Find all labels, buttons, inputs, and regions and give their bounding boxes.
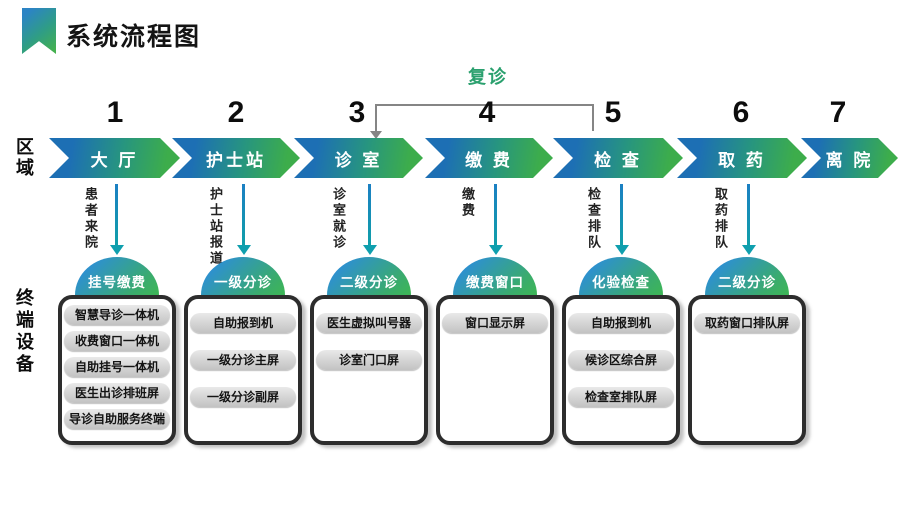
flow-step-payment: 缴 费 bbox=[425, 138, 553, 178]
device-item: 检查室排队屏 bbox=[568, 387, 674, 407]
down-arrow-icon-2 bbox=[237, 184, 251, 256]
step-number-6: 6 bbox=[732, 96, 750, 129]
return-visit-connector-right bbox=[592, 104, 594, 131]
down-arrow-icon-3 bbox=[363, 184, 377, 256]
flow-step-consulting-room: 诊 室 bbox=[294, 138, 423, 178]
badge-second-level-triage-pharmacy: 二级分诊 bbox=[705, 257, 789, 297]
down-arrow-icon-4 bbox=[489, 184, 503, 256]
device-item: 自助挂号一体机 bbox=[64, 357, 170, 377]
device-item: 智慧导诊一体机 bbox=[64, 305, 170, 325]
device-card-payment: 窗口显示屏 bbox=[436, 295, 554, 445]
device-item: 窗口显示屏 bbox=[442, 313, 548, 333]
flow-step-examination: 检 查 bbox=[553, 138, 683, 178]
badge-registration-payment: 挂号缴费 bbox=[75, 257, 159, 297]
device-item: 一级分诊主屏 bbox=[190, 350, 296, 370]
device-item: 自助报到机 bbox=[190, 313, 296, 333]
device-item: 收费窗口一体机 bbox=[64, 331, 170, 351]
transition-label-pharmacy-queue: 取药排队 bbox=[713, 187, 728, 251]
ribbon-bookmark-icon bbox=[22, 8, 56, 54]
row-label-area: 区域 bbox=[16, 137, 34, 178]
device-card-hall: 智慧导诊一体机 收费窗口一体机 自助挂号一体机 医生出诊排班屏 导诊自助服务终端 bbox=[58, 295, 176, 445]
transition-label-pay-fee: 缴费 bbox=[460, 187, 475, 219]
page-title: 系统流程图 bbox=[66, 23, 202, 51]
transition-label-patient-arrival: 患者来院 bbox=[83, 187, 98, 251]
flow-step-nurse-station: 护士站 bbox=[172, 138, 300, 178]
step-number-3: 3 bbox=[348, 96, 366, 129]
device-card-nurse-station: 自助报到机 一级分诊主屏 一级分诊副屏 bbox=[184, 295, 302, 445]
device-item: 取药窗口排队屏 bbox=[694, 313, 800, 333]
row-label-terminal-devices: 终端设备 bbox=[16, 288, 34, 374]
down-arrow-icon-1 bbox=[110, 184, 124, 256]
flow-step-discharge: 离 院 bbox=[801, 138, 898, 178]
return-visit-arrowhead-icon bbox=[370, 131, 382, 139]
badge-payment-window: 缴费窗口 bbox=[453, 257, 537, 297]
transition-label-nurse-checkin: 护士站报道 bbox=[208, 187, 223, 267]
badge-second-level-triage: 二级分诊 bbox=[327, 257, 411, 297]
step-number-1: 1 bbox=[106, 96, 124, 129]
badge-lab-examination: 化验检查 bbox=[579, 257, 663, 297]
step-number-4: 4 bbox=[478, 96, 496, 129]
device-card-pharmacy: 取药窗口排队屏 bbox=[688, 295, 806, 445]
step-number-7: 7 bbox=[829, 96, 847, 129]
device-item: 诊室门口屏 bbox=[316, 350, 422, 370]
step-number-2: 2 bbox=[227, 96, 245, 129]
transition-label-consultation: 诊室就诊 bbox=[331, 187, 346, 251]
device-item: 导诊自助服务终端 bbox=[64, 409, 170, 429]
device-card-consulting-room: 医生虚拟叫号器 诊室门口屏 bbox=[310, 295, 428, 445]
transition-label-exam-queue: 检查排队 bbox=[586, 187, 601, 251]
device-item: 一级分诊副屏 bbox=[190, 387, 296, 407]
device-item: 医生虚拟叫号器 bbox=[316, 313, 422, 333]
device-card-examination: 自助报到机 候诊区综合屏 检查室排队屏 bbox=[562, 295, 680, 445]
step-number-5: 5 bbox=[604, 96, 622, 129]
flow-step-hall: 大 厅 bbox=[49, 138, 180, 178]
device-item: 自助报到机 bbox=[568, 313, 674, 333]
return-visit-label: 复诊 bbox=[468, 67, 508, 87]
device-item: 候诊区综合屏 bbox=[568, 350, 674, 370]
return-visit-connector-left bbox=[375, 104, 377, 132]
device-item: 医生出诊排班屏 bbox=[64, 383, 170, 403]
return-visit-connector-horizontal bbox=[375, 104, 594, 106]
flow-step-pharmacy: 取 药 bbox=[677, 138, 807, 178]
down-arrow-icon-6 bbox=[742, 184, 756, 256]
down-arrow-icon-5 bbox=[615, 184, 629, 256]
